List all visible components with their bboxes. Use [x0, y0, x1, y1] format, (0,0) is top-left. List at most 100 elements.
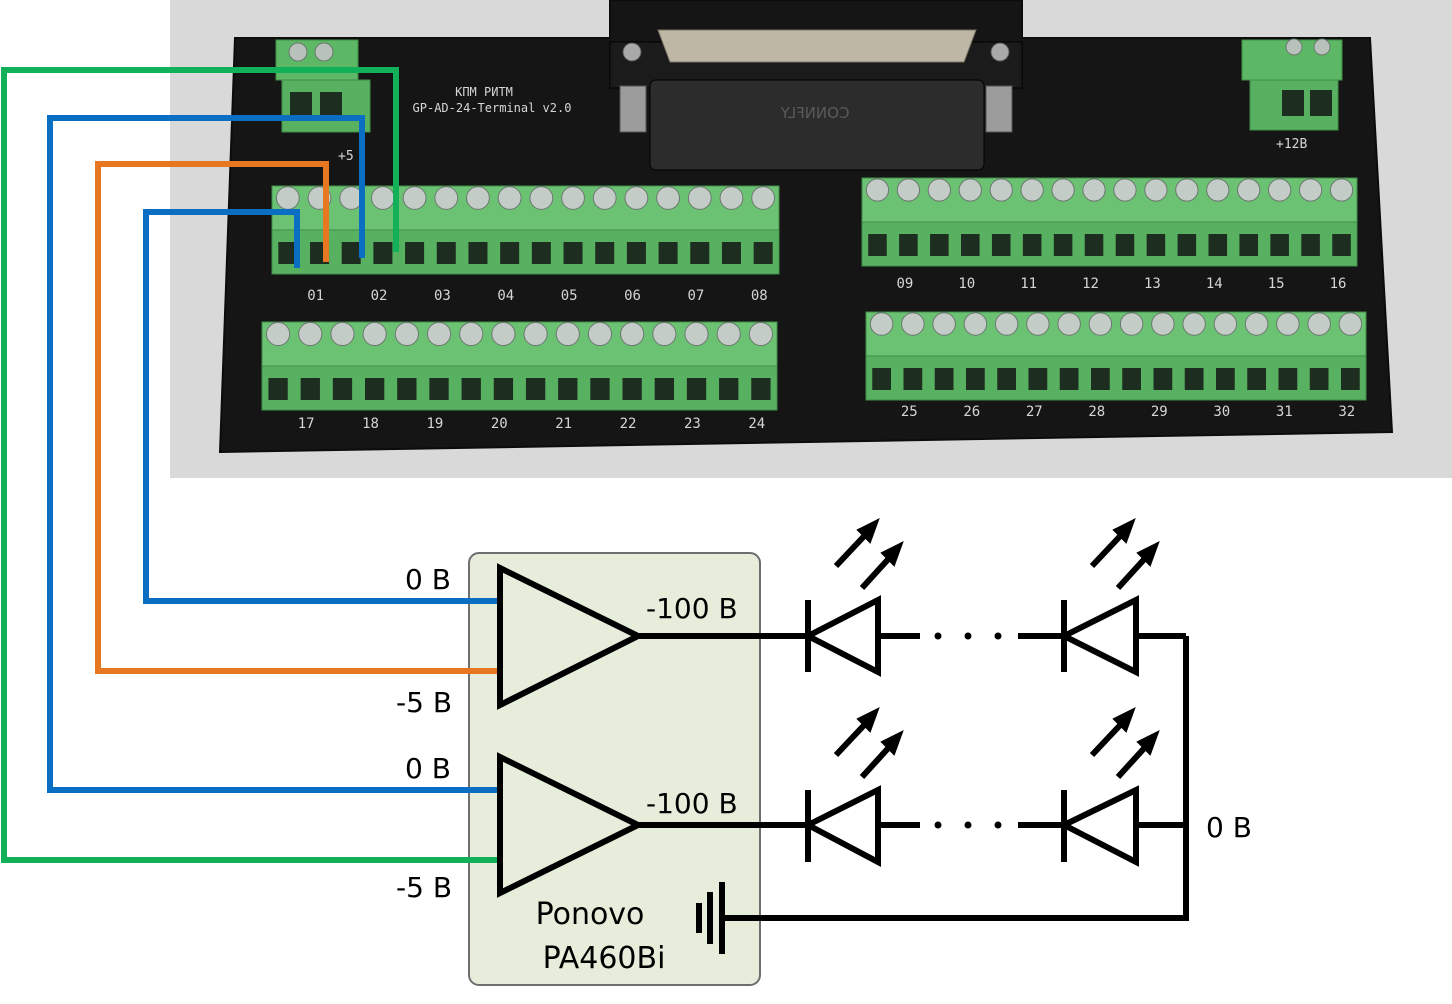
terminal-screw — [1057, 312, 1081, 336]
terminal-screw — [561, 186, 585, 210]
power-left-label: +5 — [338, 149, 354, 164]
terminal-screw — [1276, 312, 1300, 336]
terminal-screw — [896, 178, 921, 202]
terminal-screw — [869, 312, 894, 336]
light-arrow-icon — [1089, 517, 1136, 569]
terminal-pin-label: 30 — [1213, 404, 1230, 420]
amp1-output-label: -100 В — [646, 592, 738, 625]
terminal-screw — [1329, 178, 1354, 202]
terminal-screw — [1307, 312, 1331, 336]
terminal-slot — [1216, 368, 1235, 390]
terminal-screw — [901, 312, 925, 336]
terminal-pin-label: 05 — [561, 288, 578, 304]
terminal-screw — [656, 186, 681, 210]
terminal-screw — [491, 321, 516, 347]
connector-brand: CONNFLY — [780, 104, 850, 122]
terminal-screw — [1298, 178, 1323, 202]
terminal-screw — [592, 186, 617, 210]
amp1-input-top-label: 0 В — [405, 563, 451, 596]
terminal-pin-label: 04 — [497, 288, 514, 304]
wire-orange-1 — [95, 161, 500, 674]
terminal-screw — [1020, 178, 1044, 202]
terminal-slot — [1153, 368, 1173, 390]
terminal-slot — [429, 378, 449, 400]
led-1a — [801, 595, 881, 677]
terminal-screw — [1338, 312, 1363, 336]
terminal-screw — [684, 321, 709, 347]
terminal-block — [261, 321, 778, 411]
terminal-screw — [1175, 178, 1199, 202]
terminal-slot — [868, 234, 887, 256]
terminal-block — [271, 185, 780, 275]
terminal-slot — [1084, 234, 1104, 256]
terminal-screw — [1237, 178, 1261, 202]
terminal-screw — [748, 321, 773, 347]
terminal-block — [865, 311, 1367, 401]
terminal-screw — [994, 312, 1019, 336]
terminal-pin-label: 12 — [1082, 276, 1099, 292]
terminal-slot — [1309, 368, 1329, 390]
terminal-pin-label: 18 — [362, 416, 379, 432]
terminal-screw — [330, 321, 355, 347]
terminal-slot — [461, 378, 481, 400]
terminal-screw — [719, 186, 744, 210]
terminal-screw — [1082, 178, 1106, 202]
terminal-slot — [525, 378, 546, 400]
terminal-slot — [626, 242, 646, 264]
wire-blue-2 — [47, 115, 500, 793]
terminal-screw — [402, 186, 427, 210]
terminal-slot — [934, 368, 954, 390]
terminal-pin-label: 19 — [427, 416, 444, 432]
terminal-screw — [624, 186, 649, 210]
terminal-screw — [958, 178, 982, 202]
amplifiers — [497, 563, 645, 898]
power-right-label: +12B — [1276, 137, 1307, 152]
terminal-slot — [1247, 368, 1266, 390]
terminal-pin-label: 29 — [1151, 404, 1168, 420]
terminal-screw — [266, 321, 291, 347]
terminal-slot — [872, 368, 891, 390]
terminal-screw — [529, 186, 554, 210]
wire-green-1 — [1, 67, 500, 863]
terminal-slot — [590, 378, 610, 400]
terminal-slot — [930, 234, 949, 256]
terminal-slot — [332, 378, 353, 400]
terminal-pin-label: 31 — [1276, 404, 1293, 420]
terminal-slot — [903, 368, 923, 390]
terminal-pin-label: 13 — [1144, 276, 1161, 292]
led-chains — [638, 595, 1189, 921]
terminal-screw — [370, 186, 395, 210]
terminal-screw — [865, 178, 890, 202]
ground-icon — [696, 882, 725, 954]
board-model: GP-AD-24-Terminal v2.0 — [413, 101, 572, 115]
terminal-slot — [1146, 234, 1166, 256]
terminal-slot — [493, 378, 514, 400]
terminal-pin-label: 26 — [963, 404, 980, 420]
light-arrow-icon — [833, 517, 880, 569]
terminal-screw — [989, 178, 1013, 202]
terminal-screw — [1113, 178, 1137, 202]
terminal-slot — [961, 234, 980, 256]
terminal-slot — [436, 242, 456, 264]
terminal-slot — [654, 378, 674, 400]
terminal-pin-label: 27 — [1026, 404, 1043, 420]
terminal-screw — [1144, 178, 1168, 202]
db37-connector — [609, 29, 1023, 171]
terminal-slot — [1022, 234, 1042, 256]
terminal-screw — [1182, 312, 1206, 336]
terminal-screw — [275, 186, 300, 210]
terminal-screw — [652, 321, 677, 347]
light-arrow-icon — [1115, 540, 1160, 591]
terminal-pin-label: 01 — [307, 288, 324, 304]
terminal-slot — [1115, 234, 1135, 256]
terminal-screw — [927, 178, 951, 202]
terminal-pin-label: 14 — [1206, 276, 1223, 292]
ponovo-device-box — [468, 552, 761, 986]
terminal-screw — [751, 186, 776, 210]
device-model: PA460Bi — [543, 941, 666, 976]
light-arrow-icon — [859, 729, 904, 780]
terminal-screw — [963, 312, 988, 336]
terminal-slot — [690, 242, 710, 264]
terminal-pin-label: 23 — [684, 416, 701, 432]
terminal-slot — [966, 368, 985, 390]
